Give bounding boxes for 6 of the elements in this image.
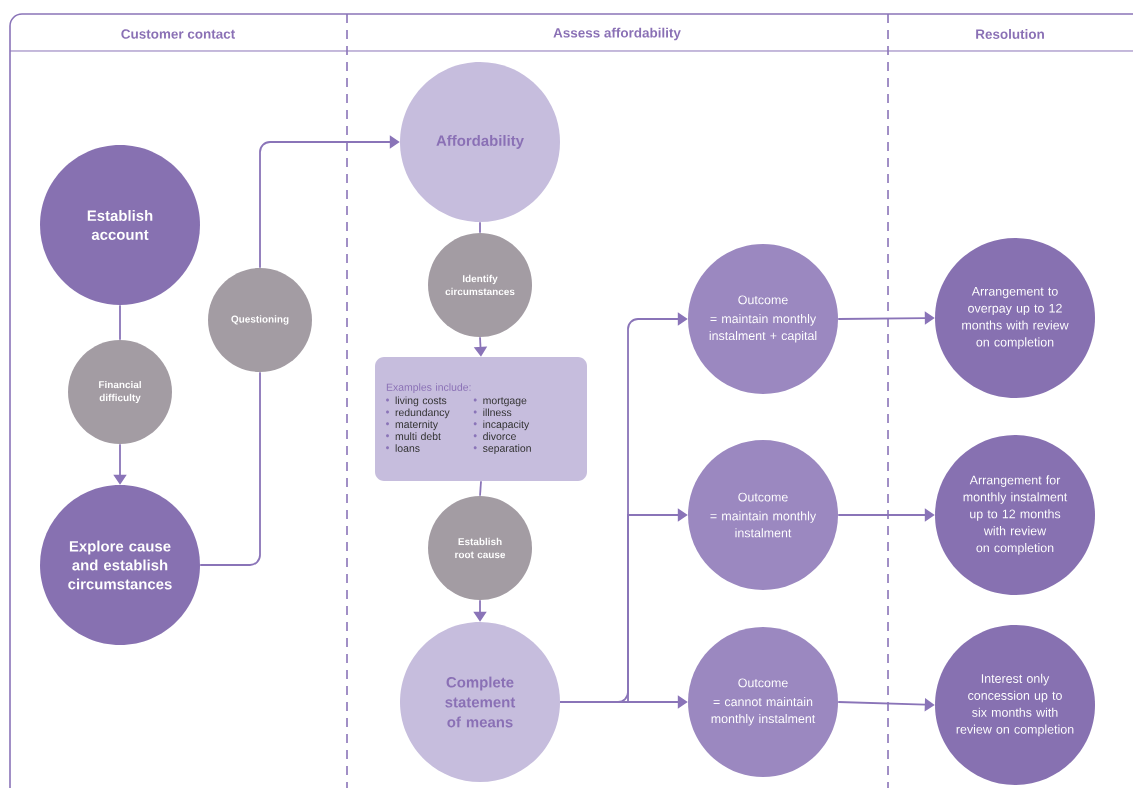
lane-heading: Resolution bbox=[976, 29, 1044, 39]
arrow bbox=[259, 135, 400, 269]
lane-heading: Assess affordability bbox=[553, 27, 681, 41]
examples-box: Examples include: living costs mortgage redundancy illness maternity incapacity multi debt divorce loans separation bbox=[375, 357, 587, 481]
lane-heading: Customer contact bbox=[121, 29, 235, 39]
arrow bbox=[837, 311, 935, 325]
